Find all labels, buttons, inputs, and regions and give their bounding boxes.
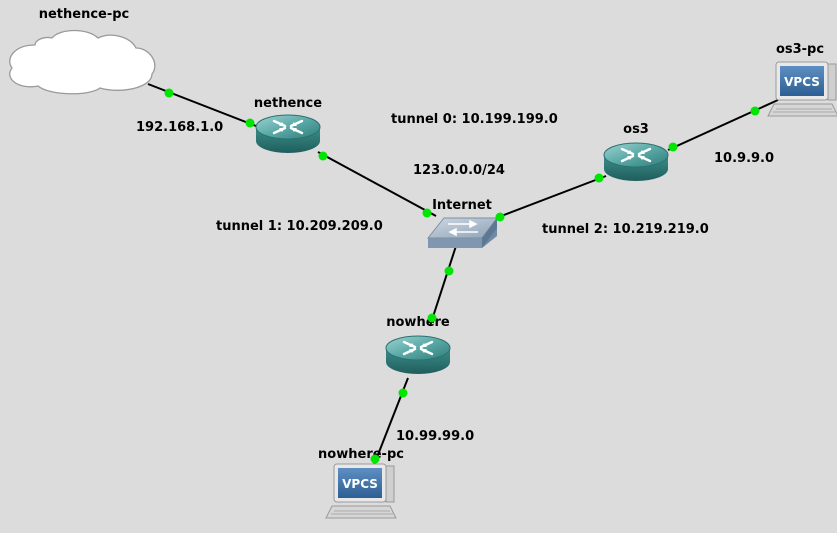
port-dot[interactable] — [444, 266, 454, 276]
node-label: os3-pc — [776, 42, 824, 57]
node-label: nethence — [254, 96, 322, 111]
node-label: os3 — [623, 122, 649, 137]
annotations: 192.168.1.0 tunnel 0: 10.199.199.0 123.0… — [136, 112, 774, 444]
node-nowhere[interactable]: nowhere — [384, 315, 452, 376]
router-icon — [254, 113, 322, 155]
port-dot[interactable] — [495, 212, 505, 222]
node-label: Internet — [432, 198, 492, 213]
port-indicators — [164, 88, 760, 464]
port-dot[interactable] — [422, 208, 432, 218]
port-dot[interactable] — [318, 151, 328, 161]
link-internet-nowhere[interactable] — [429, 245, 457, 327]
port-dot[interactable] — [164, 88, 174, 98]
port-dot[interactable] — [427, 313, 437, 323]
note-internet-network[interactable]: 123.0.0.0/24 — [413, 163, 505, 178]
vpcs-computer-icon: VPCS — [325, 463, 397, 519]
node-label: nowhere — [386, 315, 450, 330]
switch-icon — [426, 217, 498, 248]
note-10-9-9-0[interactable]: 10.9.9.0 — [714, 151, 774, 166]
cloud-icon — [9, 29, 156, 95]
note-tunnel-1[interactable]: tunnel 1: 10.209.209.0 — [216, 219, 383, 234]
note-tunnel-0[interactable]: tunnel 0: 10.199.199.0 — [391, 112, 558, 127]
node-nowhere-pc[interactable]: VPCS nowhere-pc — [318, 447, 404, 519]
port-dot[interactable] — [245, 118, 255, 128]
node-os3-pc[interactable]: VPCS os3-pc — [767, 42, 837, 117]
link-internet-os3[interactable] — [495, 175, 607, 219]
node-nethence[interactable]: nethence — [254, 96, 322, 155]
vpcs-screen-text: VPCS — [342, 477, 378, 491]
port-dot[interactable] — [668, 142, 678, 152]
port-dot[interactable] — [750, 106, 760, 116]
port-dot[interactable] — [398, 388, 408, 398]
link-nethence-internet[interactable] — [317, 151, 437, 217]
router-icon — [384, 334, 452, 376]
link-os3-os3-pc[interactable] — [667, 99, 779, 151]
links — [147, 83, 779, 471]
node-nethence-pc[interactable]: nethence-pc — [9, 7, 156, 95]
note-tunnel-2[interactable]: tunnel 2: 10.219.219.0 — [542, 222, 709, 237]
node-label: nethence-pc — [39, 7, 130, 22]
router-icon — [602, 141, 670, 183]
port-dot[interactable] — [370, 454, 380, 464]
node-os3[interactable]: os3 — [602, 122, 670, 183]
vpcs-screen-text: VPCS — [784, 75, 820, 89]
port-dot[interactable] — [594, 173, 604, 183]
note-192-168-1-0[interactable]: 192.168.1.0 — [136, 120, 223, 135]
vpcs-computer-icon: VPCS — [767, 61, 837, 117]
node-label: nowhere-pc — [318, 447, 404, 462]
node-internet[interactable]: Internet — [426, 198, 498, 248]
note-10-99-99-0[interactable]: 10.99.99.0 — [396, 429, 474, 444]
